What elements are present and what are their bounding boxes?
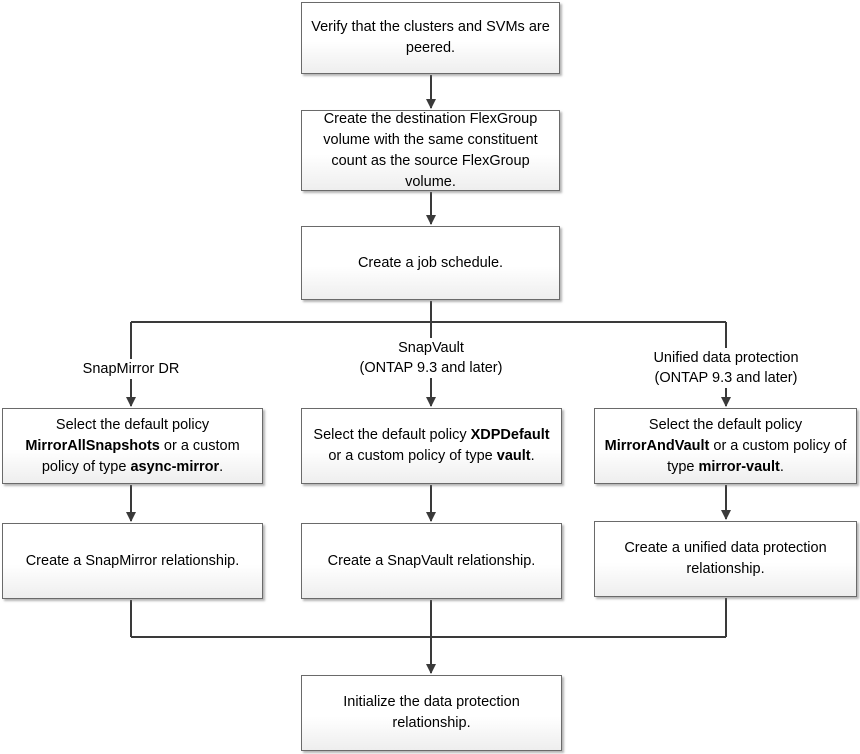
snapmirror-policy-prefix: Select the default policy bbox=[55, 416, 210, 433]
unified-policy-prefix: Select the default policy bbox=[648, 416, 803, 433]
unified-custom-type: mirror-vault bbox=[698, 458, 780, 475]
snapvault-label-line2: (ONTAP 9.3 and later) bbox=[359, 360, 503, 376]
snapvault-relationship-step: Create a SnapVault relationship. bbox=[301, 523, 562, 599]
initialize-text: Initialize the data protection relations… bbox=[343, 694, 520, 731]
unified-policy-suffix: . bbox=[779, 458, 784, 475]
unified-label-line1: Unified data protection bbox=[653, 350, 799, 366]
create-schedule-text: Create a job schedule. bbox=[357, 254, 504, 271]
unified-policy-step: Select the default policy MirrorAndVault… bbox=[594, 408, 857, 484]
unified-branch-label: Unified data protection (ONTAP 9.3 and l… bbox=[621, 348, 831, 388]
snapvault-branch-label: SnapVault (ONTAP 9.3 and later) bbox=[341, 338, 521, 378]
unified-relationship-step: Create a unified data protection relatio… bbox=[594, 521, 857, 597]
unified-label-line2: (ONTAP 9.3 and later) bbox=[654, 370, 798, 386]
snapmirror-branch-label: SnapMirror DR bbox=[66, 359, 196, 379]
snapmirror-default-policy: MirrorAllSnapshots bbox=[25, 437, 160, 454]
unified-default-policy: MirrorAndVault bbox=[604, 437, 710, 454]
snapmirror-policy-text: Select the default policy MirrorAllSnaps… bbox=[11, 415, 254, 478]
snapvault-default-policy: XDPDefault bbox=[470, 427, 550, 443]
snapmirror-relationship-text: Create a SnapMirror relationship. bbox=[25, 552, 240, 569]
create-schedule-step: Create a job schedule. bbox=[301, 226, 560, 300]
snapmirror-relationship-step: Create a SnapMirror relationship. bbox=[2, 523, 263, 599]
snapmirror-policy-middle: or a custom policy of type bbox=[41, 437, 240, 475]
snapvault-policy-step: Select the default policy XDPDefault or … bbox=[301, 408, 562, 484]
snapmirror-custom-type: async-mirror bbox=[130, 458, 220, 475]
snapmirror-label-text: SnapMirror DR bbox=[82, 361, 180, 377]
unified-policy-middle: or a custom policy of type bbox=[667, 437, 847, 475]
initialize-step: Initialize the data protection relations… bbox=[301, 675, 562, 751]
create-destination-text: Create the destination FlexGroup volume … bbox=[323, 110, 538, 190]
snapvault-policy-suffix: . bbox=[530, 448, 535, 464]
snapvault-custom-type: vault bbox=[496, 448, 531, 464]
snapvault-policy-text: Select the default policy XDPDefault or … bbox=[310, 425, 553, 467]
create-destination-step: Create the destination FlexGroup volume … bbox=[301, 110, 560, 191]
verify-peering-step: Verify that the clusters and SVMs are pe… bbox=[301, 2, 560, 74]
snapmirror-policy-step: Select the default policy MirrorAllSnaps… bbox=[2, 408, 263, 484]
unified-relationship-text: Create a unified data protection relatio… bbox=[624, 540, 827, 577]
snapvault-label-line1: SnapVault bbox=[398, 340, 464, 356]
snapvault-policy-middle: or a custom policy of type bbox=[328, 448, 497, 464]
snapvault-relationship-text: Create a SnapVault relationship. bbox=[327, 552, 536, 569]
snapmirror-policy-suffix: . bbox=[219, 458, 224, 475]
verify-peering-text: Verify that the clusters and SVMs are pe… bbox=[311, 19, 550, 56]
snapvault-policy-prefix: Select the default policy bbox=[313, 427, 471, 443]
unified-policy-text: Select the default policy MirrorAndVault… bbox=[603, 415, 848, 478]
